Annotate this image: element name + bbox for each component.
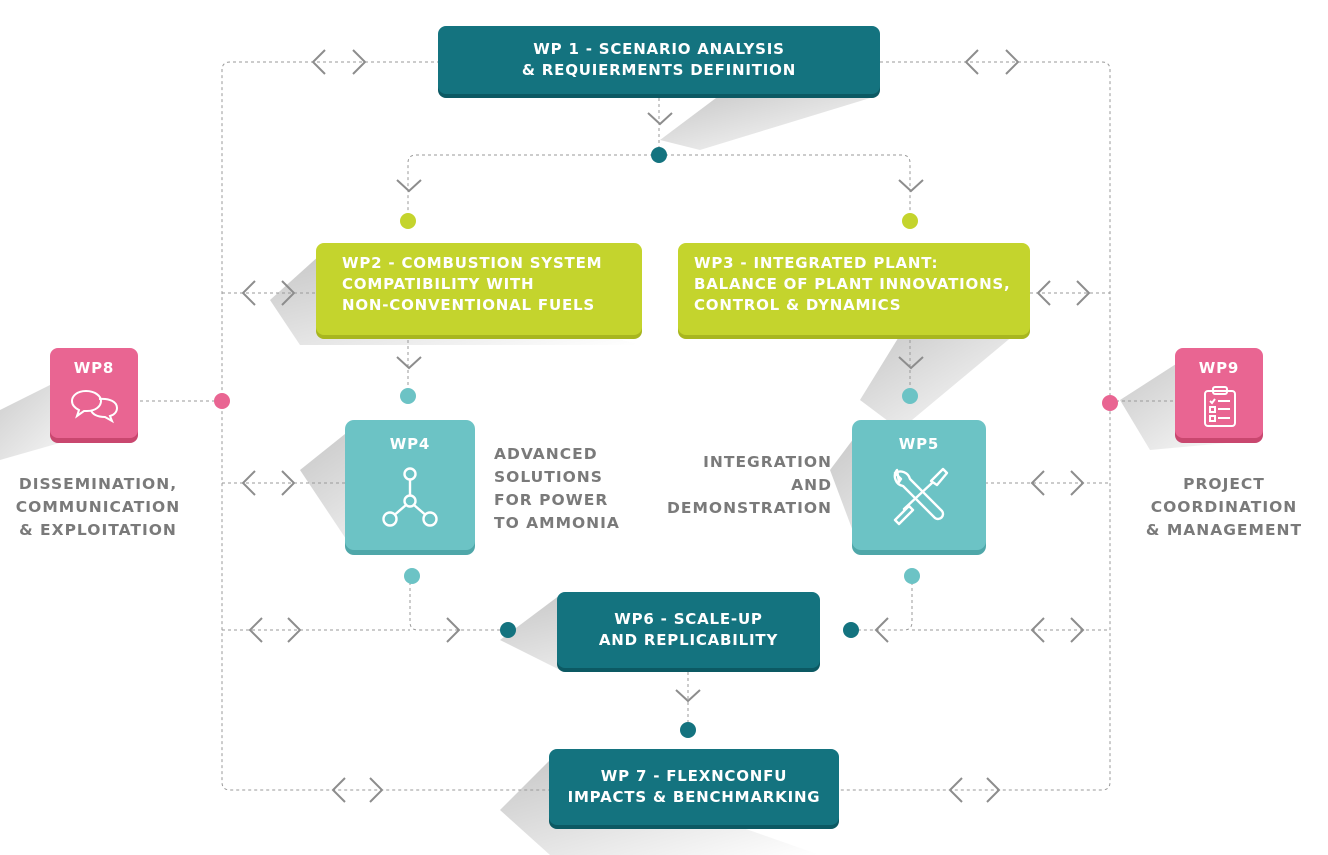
wp5-label-line1: INTEGRATION bbox=[703, 453, 832, 471]
wp4-description: ADVANCED SOLUTIONS FOR POWER TO AMMONIA bbox=[494, 443, 620, 535]
wp5-label-line2: AND bbox=[791, 476, 832, 494]
wp1-title-line2: & REQUIERMENTS DEFINITION bbox=[521, 61, 797, 79]
wp4-label-line1: ADVANCED bbox=[494, 445, 598, 463]
box-shadows bbox=[0, 95, 1260, 855]
wp8-title: WP8 bbox=[73, 359, 115, 377]
wp9-label-line2: COORDINATION bbox=[1150, 498, 1298, 516]
wp8-box[interactable]: WP8 bbox=[50, 348, 138, 438]
wp9-label-line1: PROJECT bbox=[1183, 475, 1265, 493]
wp4-title: WP4 bbox=[389, 435, 431, 453]
wp9-title: WP9 bbox=[1198, 359, 1240, 377]
wp3-title-line1: WP3 - INTEGRATED PLANT: bbox=[694, 254, 939, 272]
speech-bubbles-icon bbox=[70, 389, 119, 424]
wp8-label-line2: COMMUNICATION bbox=[15, 498, 181, 516]
chevron-arrows bbox=[241, 49, 1091, 803]
wp6-title-line2: AND REPLICABILITY bbox=[598, 631, 779, 649]
clipboard-checklist-icon bbox=[1204, 386, 1236, 427]
molecule-icon bbox=[382, 467, 438, 527]
wp2-box[interactable]: WP2 - COMBUSTION SYSTEM COMPATIBILITY WI… bbox=[316, 243, 642, 335]
wp9-description: PROJECT COORDINATION & MANAGEMENT bbox=[1140, 473, 1308, 542]
wp7-title-line1: WP 7 - FLEXNCONFU bbox=[600, 767, 788, 785]
wp4-label-line3: FOR POWER bbox=[494, 491, 609, 509]
wrench-screwdriver-icon bbox=[893, 467, 949, 526]
connector-dots bbox=[214, 147, 1118, 738]
wp2-title-line3: NON-CONVENTIONAL FUELS bbox=[342, 296, 595, 314]
wp2-title-line1: WP2 - COMBUSTION SYSTEM bbox=[342, 254, 603, 272]
wp6-box[interactable]: WP6 - SCALE-UP AND REPLICABILITY bbox=[557, 592, 820, 668]
wp5-description: INTEGRATION AND DEMONSTRATION bbox=[660, 451, 832, 520]
wp4-label-line4: TO AMMONIA bbox=[494, 514, 620, 532]
wp9-box[interactable]: WP9 bbox=[1175, 348, 1263, 438]
wp7-title-line2: IMPACTS & BENCHMARKING bbox=[567, 788, 821, 806]
wp9-label-line3: & MANAGEMENT bbox=[1145, 521, 1303, 539]
wp1-title-line1: WP 1 - SCENARIO ANALYSIS bbox=[533, 40, 785, 58]
wp1-box[interactable]: WP 1 - SCENARIO ANALYSIS & REQUIERMENTS … bbox=[438, 26, 880, 94]
wp4-label-line2: SOLUTIONS bbox=[494, 468, 603, 486]
wp7-box[interactable]: WP 7 - FLEXNCONFU IMPACTS & BENCHMARKING bbox=[549, 749, 839, 825]
wp8-label-line3: & EXPLOITATION bbox=[19, 521, 177, 539]
wp8-description: DISSEMINATION, COMMUNICATION & EXPLOITAT… bbox=[14, 473, 182, 542]
wp8-label-line1: DISSEMINATION, bbox=[18, 475, 178, 493]
wp3-box[interactable]: WP3 - INTEGRATED PLANT: BALANCE OF PLANT… bbox=[678, 243, 1030, 335]
dotted-frame bbox=[140, 61, 1175, 791]
wp5-box[interactable]: WP5 bbox=[852, 420, 986, 550]
wp3-title-line3: CONTROL & DYNAMICS bbox=[694, 296, 902, 314]
wp5-title: WP5 bbox=[898, 435, 940, 453]
wp6-title-line1: WP6 - SCALE-UP bbox=[614, 610, 763, 628]
wp3-title-line2: BALANCE OF PLANT INNOVATIONS, bbox=[694, 275, 1011, 293]
wp2-title-line2: COMPATIBILITY WITH bbox=[342, 275, 535, 293]
wp4-box[interactable]: WP4 bbox=[345, 420, 475, 550]
wp5-label-line3: DEMONSTRATION bbox=[667, 499, 832, 517]
